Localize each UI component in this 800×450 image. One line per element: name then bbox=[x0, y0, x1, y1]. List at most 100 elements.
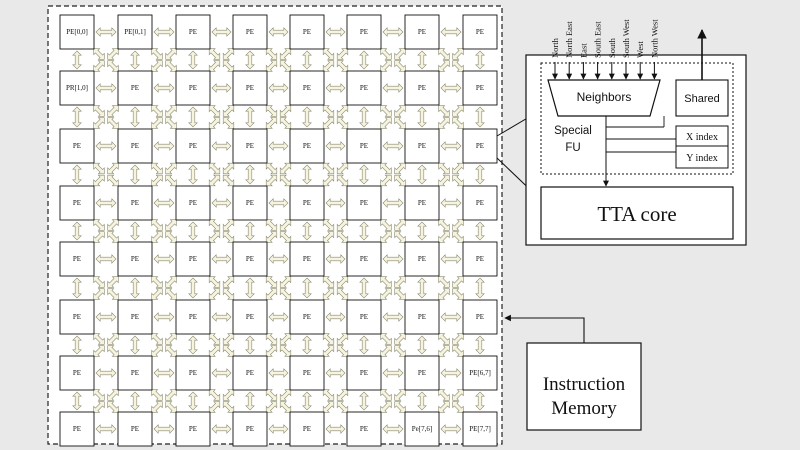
pe-box bbox=[175, 70, 211, 106]
diagonal-link-arrow bbox=[279, 105, 292, 117]
vertical-link-arrow bbox=[359, 221, 369, 241]
diagonal-link-arrow bbox=[380, 288, 392, 300]
diagonal-link-arrow bbox=[208, 401, 221, 413]
pe-box bbox=[117, 241, 153, 277]
pe-box bbox=[289, 14, 325, 50]
diagonal-link-arrow bbox=[438, 333, 450, 345]
vertical-link-arrow bbox=[130, 277, 140, 299]
vertical-link-arrow bbox=[245, 335, 255, 355]
pe-cell: PE bbox=[232, 355, 268, 391]
pe-label: PE bbox=[418, 142, 426, 150]
vertical-link-arrow bbox=[475, 106, 485, 128]
diagonal-link-arrow bbox=[93, 288, 105, 300]
diagonal-link-arrow bbox=[208, 48, 221, 60]
vertical-link-arrow bbox=[245, 221, 255, 241]
diagonal-link-arrow bbox=[222, 117, 235, 129]
diagonal-link-arrow bbox=[265, 345, 278, 357]
pe-cell: PE bbox=[462, 185, 498, 221]
horizontal-link-arrow bbox=[153, 424, 175, 434]
vertical-link-arrow bbox=[72, 221, 82, 241]
horizontal-link-arrow bbox=[268, 424, 289, 434]
horizontal-link-arrow bbox=[440, 83, 462, 93]
diagonal-link-arrow bbox=[265, 333, 278, 345]
pe-label: PE bbox=[360, 84, 368, 92]
diagonal-link-arrow bbox=[380, 174, 392, 187]
diagonal-link-arrow bbox=[322, 345, 335, 357]
diagonal-link-arrow bbox=[222, 276, 235, 288]
pe-box bbox=[404, 128, 440, 164]
horizontal-link-arrow bbox=[440, 198, 462, 208]
pe-cell: PE bbox=[232, 185, 268, 221]
interconnect-arrows bbox=[72, 27, 485, 434]
pe-box bbox=[117, 70, 153, 106]
diagonal-link-arrow bbox=[107, 276, 119, 288]
pe-label: PE bbox=[476, 313, 484, 321]
diagonal-link-arrow bbox=[265, 60, 278, 72]
diagonal-link-arrow bbox=[222, 288, 235, 300]
pe-box bbox=[462, 411, 498, 447]
pe-label: PE bbox=[189, 425, 197, 433]
diagonal-link-arrow bbox=[107, 105, 119, 117]
pe-cell: PE bbox=[404, 14, 440, 50]
pe-box bbox=[117, 14, 153, 50]
diagonal-link-arrow bbox=[165, 105, 177, 117]
diagonal-link-arrow bbox=[380, 162, 392, 175]
pe-box bbox=[175, 128, 211, 164]
pe-label: PE bbox=[303, 369, 311, 377]
pe-cell: PE bbox=[289, 185, 325, 221]
diagonal-link-arrow bbox=[265, 162, 278, 175]
tta-core-label: TTA core bbox=[597, 202, 676, 226]
horizontal-link-arrow bbox=[268, 254, 289, 264]
diagonal-link-arrow bbox=[380, 48, 392, 60]
pe-label: PE bbox=[418, 84, 426, 92]
vertical-link-arrow bbox=[475, 221, 485, 241]
pe-label: PE bbox=[73, 369, 81, 377]
vertical-link-arrow bbox=[475, 50, 485, 70]
pe-box bbox=[289, 70, 325, 106]
diagonal-link-arrow bbox=[279, 276, 292, 288]
pe-label: PE bbox=[303, 255, 311, 263]
diagonal-link-arrow bbox=[208, 60, 221, 72]
diagonal-link-arrow bbox=[151, 117, 163, 129]
pe-label: PE bbox=[303, 142, 311, 150]
pe-box bbox=[117, 411, 153, 447]
pe-label: PE bbox=[189, 28, 197, 36]
pe-label: PE bbox=[246, 255, 254, 263]
horizontal-link-arrow bbox=[440, 27, 462, 37]
pe-box bbox=[59, 70, 95, 106]
vertical-link-arrow bbox=[130, 164, 140, 185]
pe-box bbox=[59, 14, 95, 50]
vertical-link-arrow bbox=[72, 50, 82, 70]
pe-label: PE bbox=[303, 313, 311, 321]
pe-label: PE bbox=[303, 199, 311, 207]
diagonal-link-arrow bbox=[380, 276, 392, 288]
pe-box bbox=[289, 299, 325, 335]
pe-label: PE bbox=[476, 255, 484, 263]
pe-cell: PE bbox=[232, 70, 268, 106]
diagonal-link-arrow bbox=[380, 401, 392, 413]
horizontal-link-arrow bbox=[382, 312, 404, 322]
diagonal-link-arrow bbox=[93, 401, 105, 413]
pe-cell: PE bbox=[346, 70, 382, 106]
pe-box bbox=[232, 70, 268, 106]
vertical-link-arrow bbox=[475, 277, 485, 299]
horizontal-link-arrow bbox=[325, 254, 346, 264]
pe-label: PE bbox=[73, 199, 81, 207]
direction-label: East bbox=[578, 43, 588, 58]
direction-label: South East bbox=[593, 21, 603, 58]
instruction-bus-arrow bbox=[504, 314, 585, 343]
pe-box bbox=[346, 241, 382, 277]
pe-cell: PE bbox=[289, 128, 325, 164]
pe-box bbox=[346, 70, 382, 106]
vertical-link-arrow bbox=[72, 277, 82, 299]
pe-cell: PE bbox=[404, 299, 440, 335]
diagonal-link-arrow bbox=[322, 288, 335, 300]
pe-box bbox=[404, 70, 440, 106]
direction-label: South bbox=[607, 37, 617, 58]
pe-cell: PE bbox=[175, 128, 211, 164]
pe-cell: PE bbox=[404, 128, 440, 164]
diagonal-link-arrow bbox=[452, 276, 464, 288]
diagonal-link-arrow bbox=[322, 276, 335, 288]
pe-label: PE bbox=[73, 313, 81, 321]
diagonal-link-arrow bbox=[438, 105, 450, 117]
